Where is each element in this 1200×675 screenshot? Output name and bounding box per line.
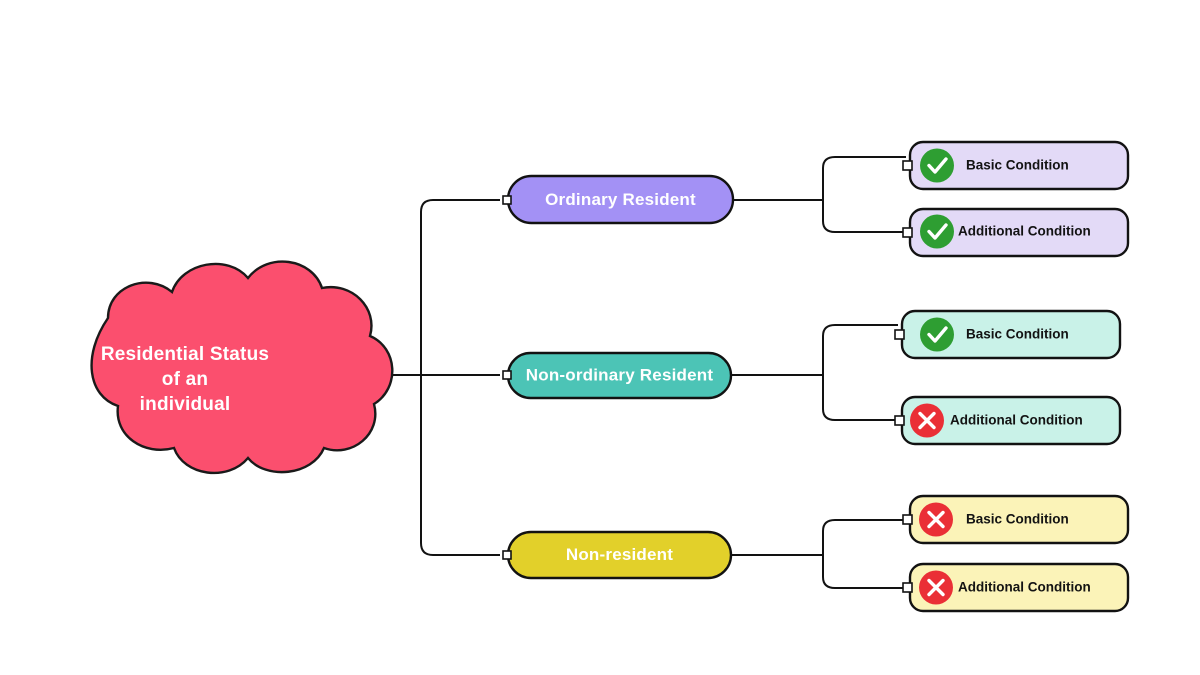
leaf-nonordinary-additional-label: Additional Condition — [950, 413, 1083, 428]
leaf-nonresident-basic-label: Basic Condition — [966, 512, 1069, 527]
branch-node-non-resident[interactable]: Non-resident — [502, 530, 733, 580]
branch-nonresident-label: Non-resident — [566, 545, 673, 564]
root-label-line-3: individual — [140, 394, 231, 415]
port-ordinary-basic-left — [902, 160, 913, 171]
branch-node-ordinary-resident[interactable]: Ordinary Resident — [502, 174, 735, 225]
branch-nonordinary-label: Non-ordinary Resident — [526, 365, 714, 384]
leaf-node-nonordinary-basic[interactable]: Basic Condition — [894, 309, 1122, 360]
check-circle-icon — [920, 317, 954, 352]
edge-nonresident-to-basic — [822, 519, 906, 555]
cloud-shape — [90, 260, 394, 475]
leaf-node-ordinary-additional[interactable]: Additional Condition — [902, 207, 1130, 258]
port-nonordinary-left — [502, 370, 512, 380]
check-circle-icon — [920, 148, 954, 183]
branch-ordinary-label: Ordinary Resident — [545, 190, 696, 209]
edge-spine-up — [420, 199, 500, 375]
root-label-line-1: Residential Status — [101, 344, 269, 365]
root-label-line-2: of an — [162, 369, 208, 390]
cross-circle-icon — [910, 403, 944, 438]
port-nonordinary-additional-left — [894, 415, 905, 426]
cross-circle-icon — [919, 502, 953, 537]
edge-group-nonresident-children — [731, 519, 906, 589]
edge-group-nonordinary-children — [731, 324, 898, 421]
leaf-ordinary-basic-label: Basic Condition — [966, 158, 1069, 173]
leaf-ordinary-additional-label: Additional Condition — [958, 224, 1091, 239]
edge-nonresident-to-additional — [822, 555, 906, 589]
leaf-node-ordinary-basic[interactable]: Basic Condition — [902, 140, 1130, 191]
root-node-cloud[interactable]: Residential Status of an individual — [90, 260, 394, 475]
leaf-node-nonresident-basic[interactable]: Basic Condition — [902, 494, 1130, 545]
edge-spine-down — [420, 375, 500, 556]
leaf-node-nonresident-additional[interactable]: Additional Condition — [902, 562, 1130, 613]
cross-circle-icon — [919, 570, 953, 605]
port-nonresident-basic-left — [902, 514, 913, 525]
edge-ordinary-to-basic — [822, 156, 906, 200]
port-ordinary-additional-left — [902, 227, 913, 238]
port-nonordinary-basic-left — [894, 329, 905, 340]
port-nonresident-additional-left — [902, 582, 913, 593]
branch-node-non-ordinary-resident[interactable]: Non-ordinary Resident — [502, 351, 733, 400]
leaf-nonresident-additional-label: Additional Condition — [958, 580, 1091, 595]
port-nonresident-left — [502, 550, 512, 560]
edge-group-ordinary-children — [733, 156, 906, 233]
port-ordinary-left — [502, 195, 512, 205]
check-circle-icon — [920, 214, 954, 249]
edge-nonordinary-to-basic — [822, 324, 898, 375]
leaf-nonordinary-basic-label: Basic Condition — [966, 327, 1069, 342]
leaf-node-nonordinary-additional[interactable]: Additional Condition — [894, 395, 1122, 446]
edge-ordinary-to-additional — [822, 200, 906, 233]
edge-nonordinary-to-additional — [822, 375, 898, 421]
